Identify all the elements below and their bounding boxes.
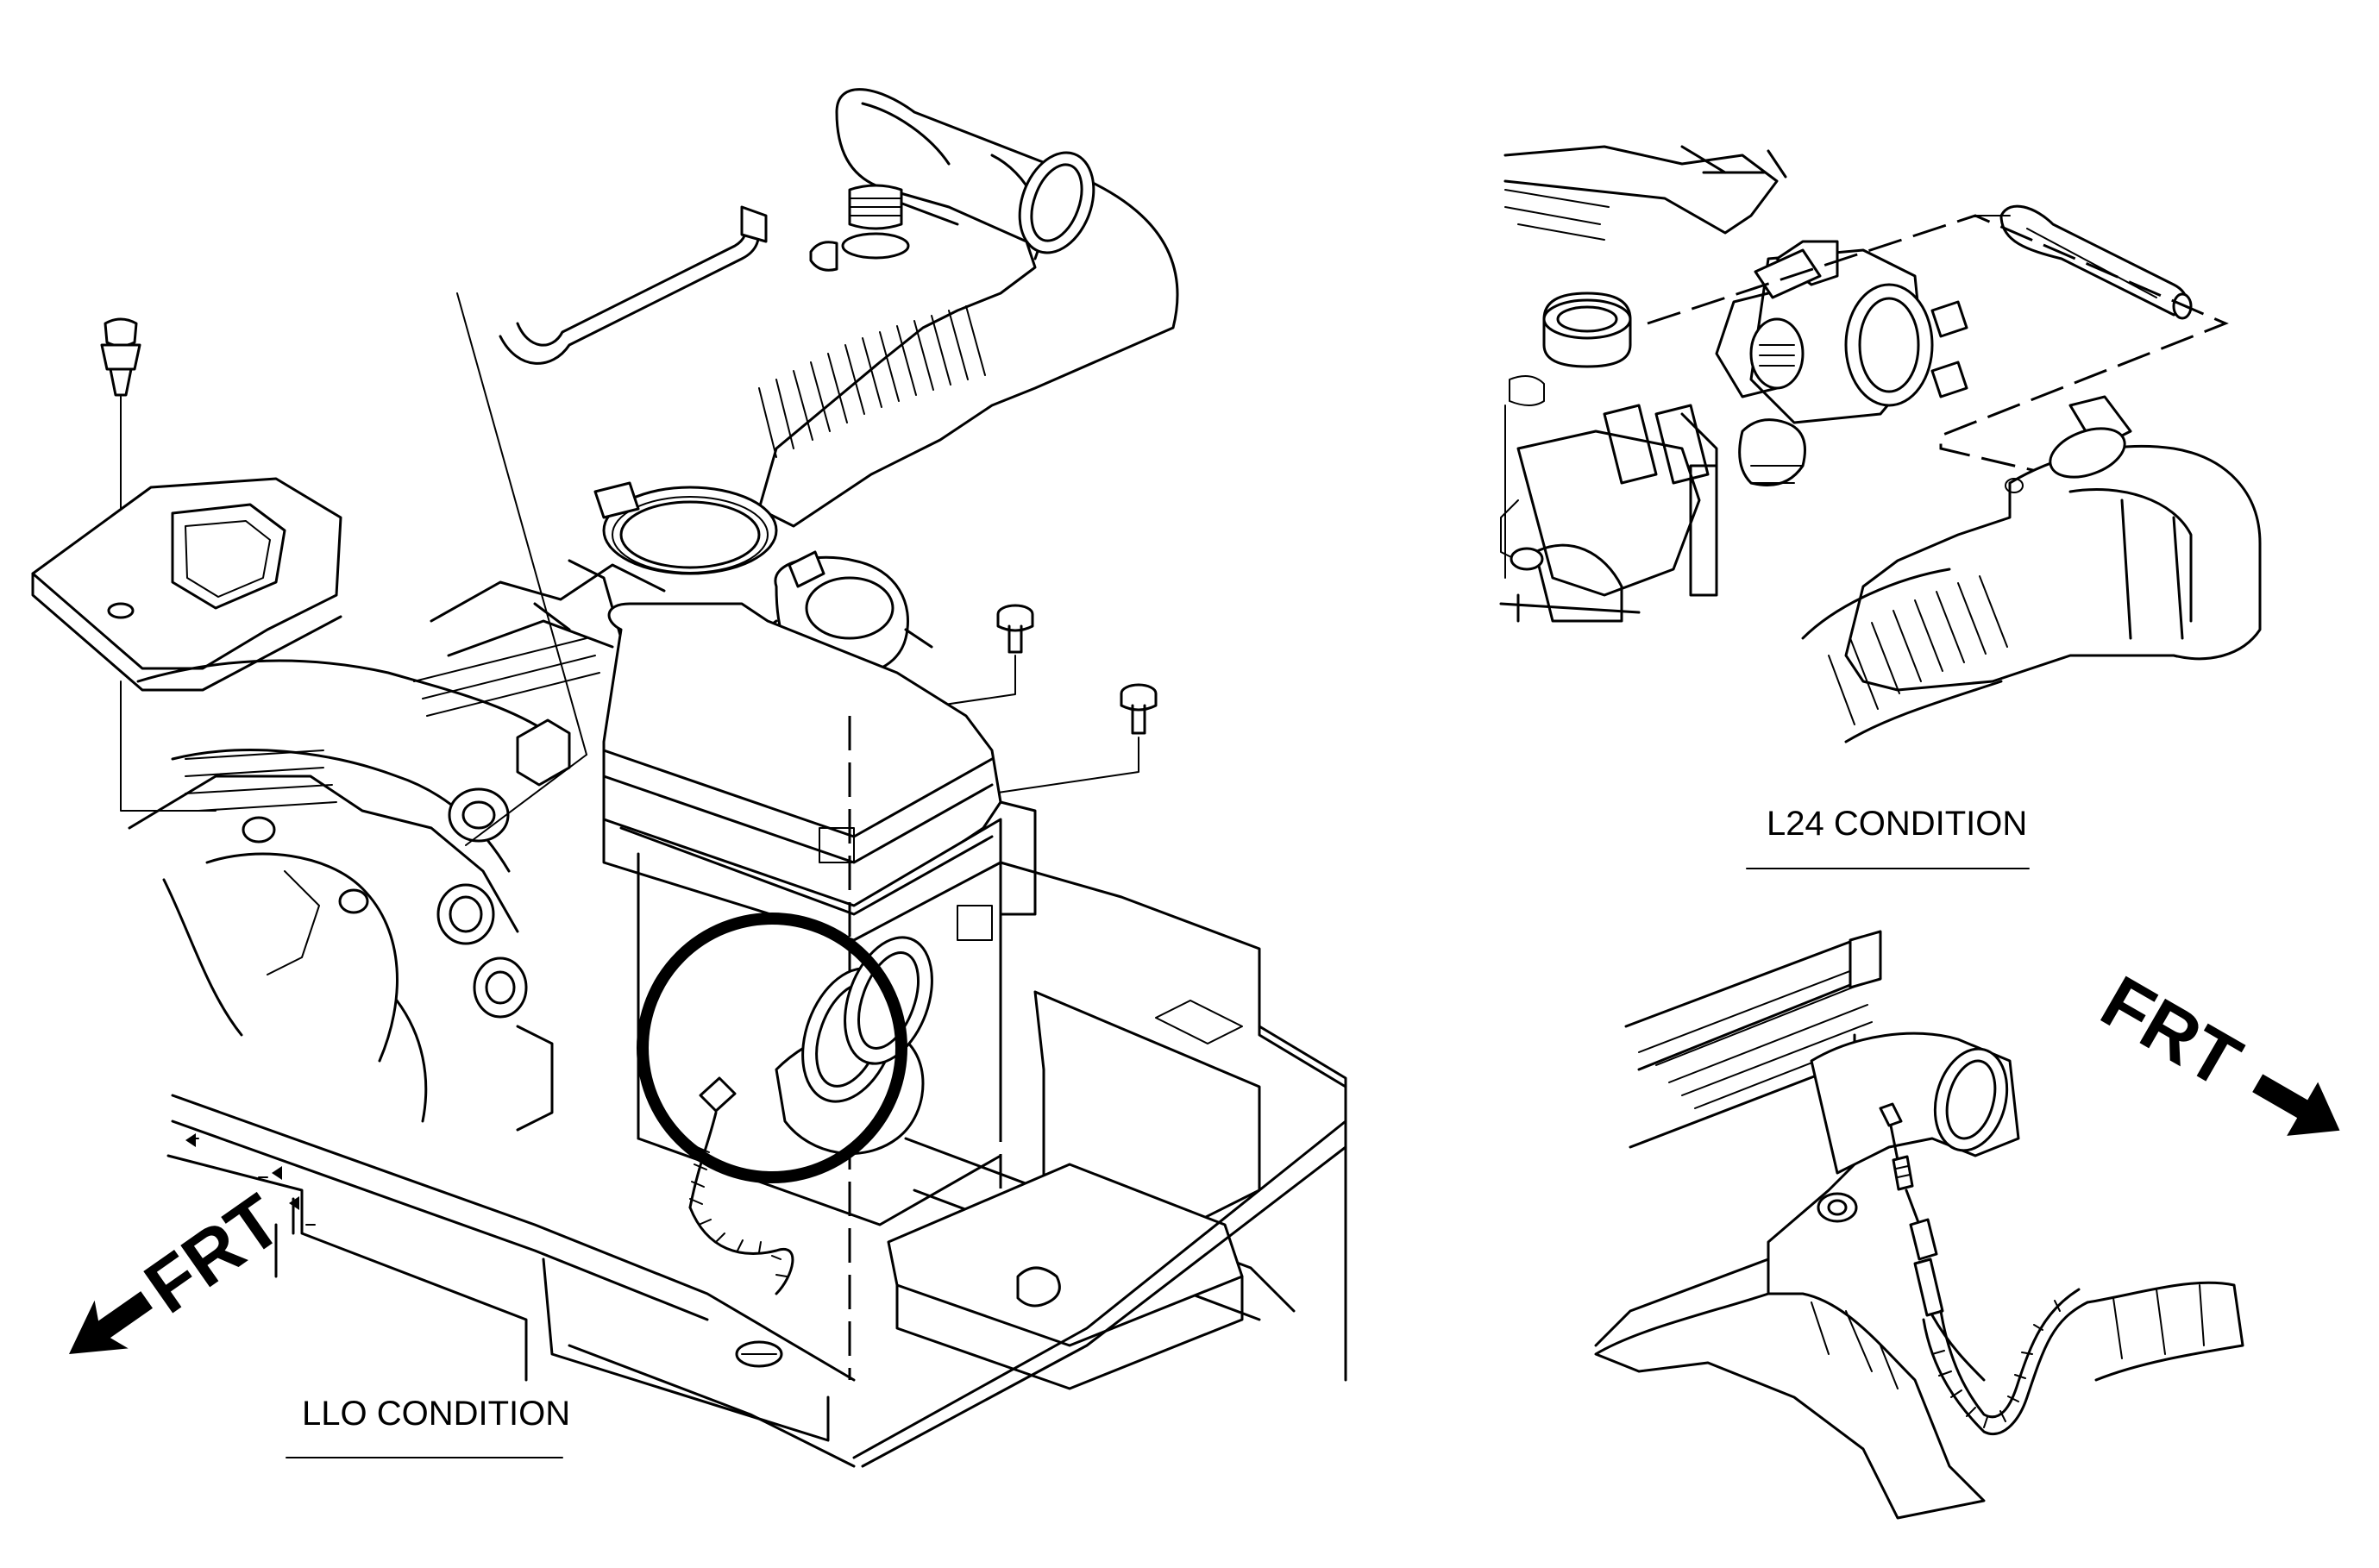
llo-view: FRT LLO CONDITION — [31, 88, 1347, 1468]
hose-clamp — [593, 481, 778, 575]
radiator-bracket-plate — [31, 477, 342, 692]
l24-air-duct — [1801, 395, 2262, 743]
detail-sensor — [1879, 1102, 1986, 1382]
hose-leader-line — [456, 292, 587, 756]
l24-view: L24 CONDITION — [1499, 145, 2262, 869]
frt-label-left: FRT — [130, 1179, 296, 1330]
push-pin-retainer — [100, 317, 141, 423]
detail-mount-hole — [1817, 1192, 1858, 1223]
connector-detail-view: FRT — [1594, 930, 2340, 1520]
throttle-leader-line — [465, 754, 587, 846]
frt-arrow-right: FRT — [2088, 960, 2340, 1136]
l24-engine — [1499, 145, 1787, 623]
l24-dash-leaders — [1647, 214, 2229, 485]
lid-clips — [819, 827, 993, 941]
frt-label-right: FRT — [2088, 960, 2255, 1104]
vent-tube — [499, 205, 838, 365]
radiator-support — [166, 1025, 1347, 1468]
engine-block — [128, 559, 666, 1132]
frt-arrow-left: FRT — [69, 1179, 296, 1354]
highlight-circle — [637, 913, 907, 1183]
detail-latch — [1849, 930, 1882, 989]
fuse-block — [887, 1000, 1244, 1390]
lid-latch — [999, 800, 1037, 916]
air-intake-duct — [757, 88, 1179, 528]
l24-throttle-body — [1715, 240, 1968, 486]
air-cleaner-lid — [602, 602, 1002, 942]
bracket-leader-line — [120, 681, 217, 812]
detail-inlet-pipe — [1810, 1032, 2020, 1175]
bolt-2 — [1120, 683, 1158, 735]
llo-condition-label: LLO CONDITION — [302, 1395, 570, 1433]
l24-condition-label: L24 CONDITION — [1767, 805, 2027, 843]
bolt-1 — [996, 604, 1034, 654]
bolt-2-leader — [991, 737, 1139, 794]
detail-wire-harness — [1594, 1281, 2244, 1520]
